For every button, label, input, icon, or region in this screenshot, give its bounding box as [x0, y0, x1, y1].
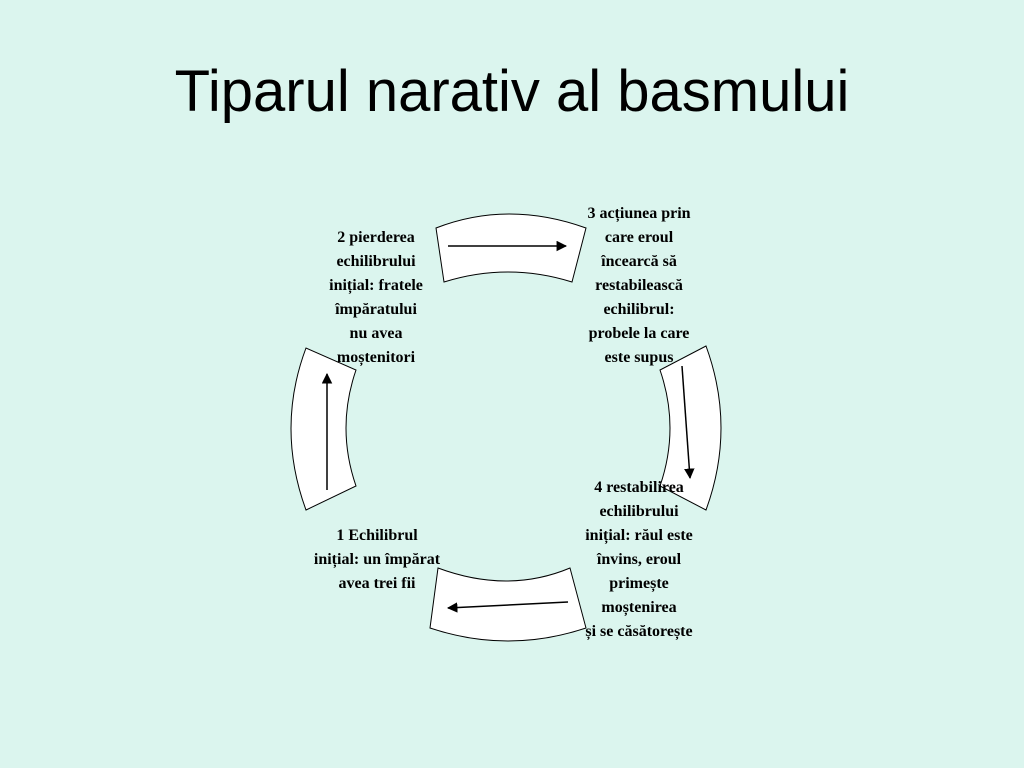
connector-1-to-2: [290, 347, 357, 511]
connector-2-to-3: [435, 213, 587, 283]
connector-4-to-1: [429, 567, 587, 642]
cycle-node-2: 2 pierderea echilibrului inițial: fratel…: [329, 229, 423, 366]
connector-3-to-4: [659, 345, 722, 511]
arrow-left: [446, 601, 569, 613]
connector-shape-right: [659, 345, 722, 511]
cycle-node-1: 1 Echilibrul inițial: un împărat avea tr…: [313, 527, 441, 592]
slide-title: Tiparul narativ al basmului: [174, 59, 850, 124]
connector-shape-top: [435, 213, 587, 283]
arrow-down: [681, 365, 695, 480]
cycle-node-4: 4 restabilirea echilibrului inițial: rău…: [585, 479, 693, 640]
cycle-node-3: 3 acțiunea prin care eroul încearcă să r…: [587, 205, 691, 366]
connector-shape-left: [290, 347, 357, 511]
